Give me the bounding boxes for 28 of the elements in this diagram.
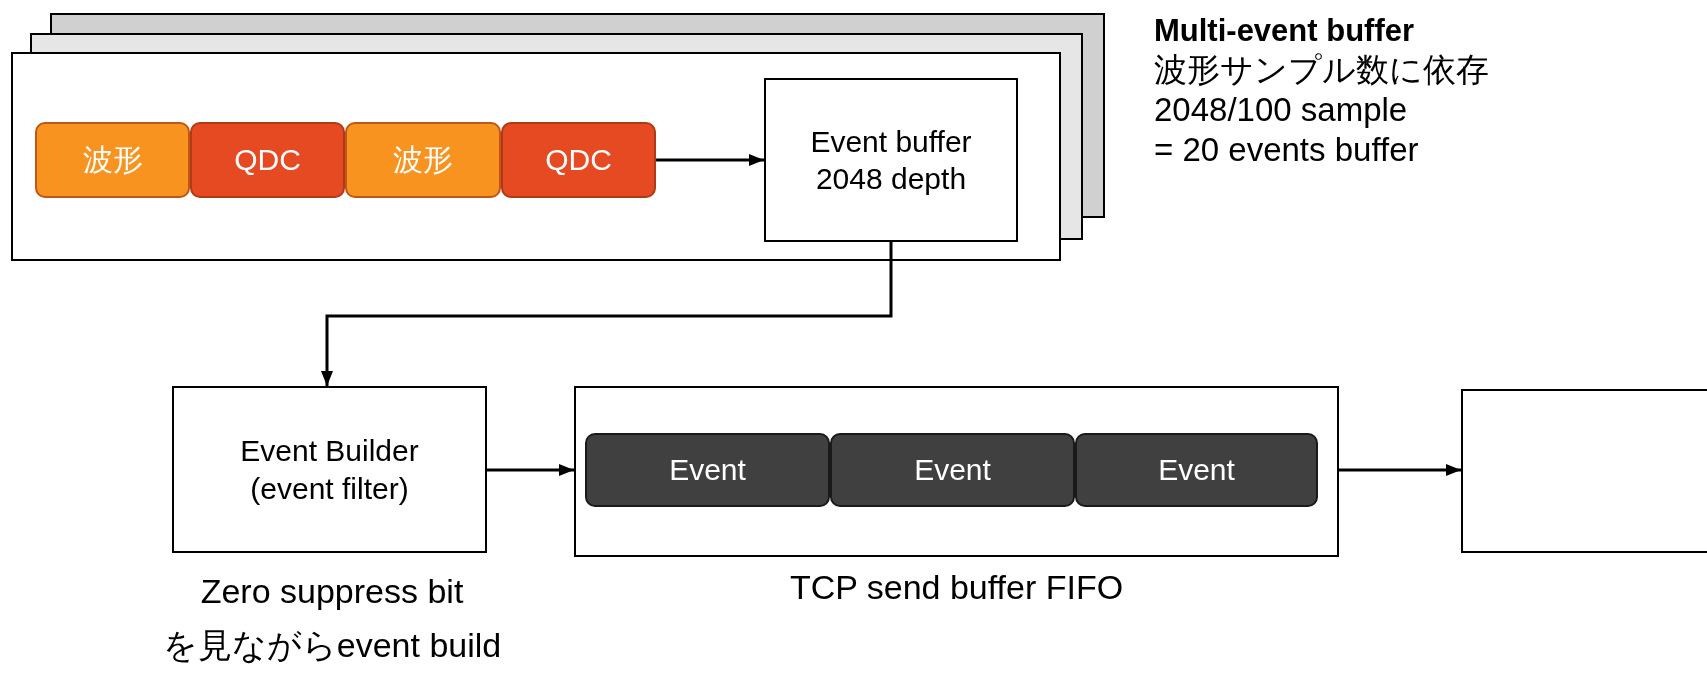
- arrow: [656, 154, 764, 166]
- block-label: Event: [669, 452, 746, 489]
- data-block: [190, 122, 345, 198]
- arrow: [487, 464, 574, 476]
- node-label: Zero suppress bit を見ながらevent build: [161, 571, 503, 667]
- block-label: 波形: [393, 142, 453, 179]
- note-line: = 20 events buffer: [1154, 130, 1419, 170]
- block-label: 波形: [82, 142, 143, 179]
- event-block: [585, 433, 830, 507]
- buffer-box: [764, 78, 1018, 242]
- node-label: TCP send buffer FIFO: [788, 567, 1125, 608]
- event-block: [830, 433, 1075, 507]
- data-block: [35, 122, 190, 198]
- block-label: Event: [914, 452, 991, 489]
- output-box: [1461, 389, 1707, 553]
- note-line: 波形サンプル数に依存: [1154, 50, 1489, 90]
- block-label: QDC: [234, 142, 301, 179]
- heading: Multi-event buffer: [1154, 12, 1415, 50]
- note-line: 2048/100 sample: [1154, 90, 1408, 130]
- arrow: [1339, 464, 1461, 476]
- event-block: [1075, 433, 1318, 507]
- data-block: [345, 122, 501, 198]
- arrow: [321, 242, 893, 386]
- block-label: QDC: [545, 142, 612, 179]
- data-block: [501, 122, 656, 198]
- block-label: Event: [1158, 452, 1235, 489]
- box-label: Event Builder (event filter): [239, 433, 420, 507]
- box-label: Event buffer 2048 depth: [809, 123, 973, 197]
